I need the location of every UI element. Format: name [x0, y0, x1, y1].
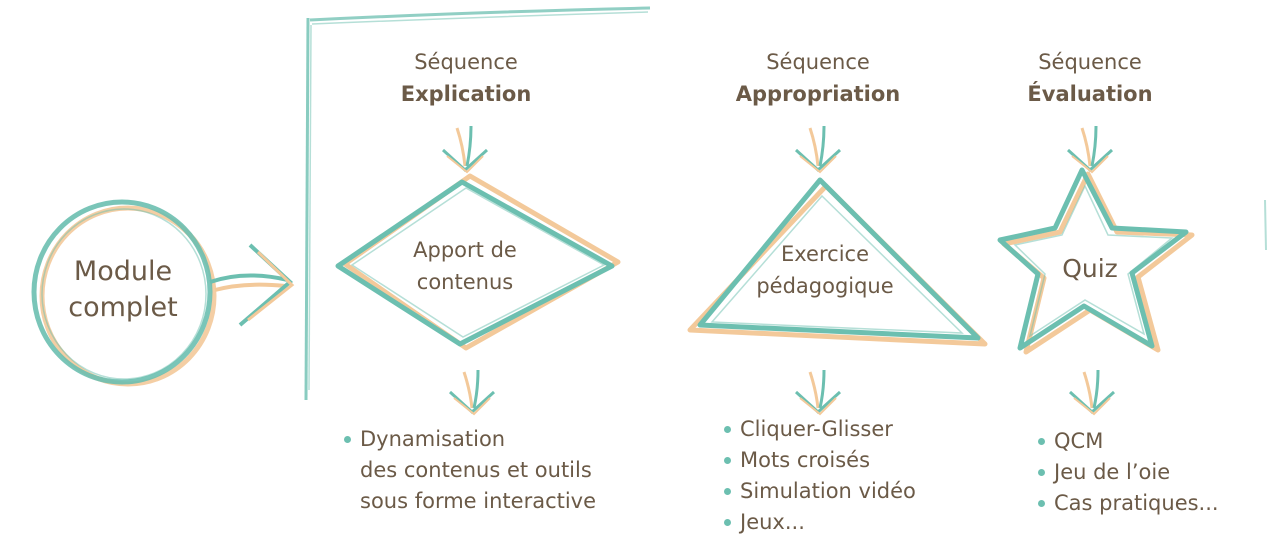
sequence-prefix: Séquence [414, 50, 518, 74]
module-label: Module complet [48, 254, 198, 326]
list-item: Dynamisation [342, 424, 596, 455]
list-item: Simulation vidéo [722, 476, 916, 507]
sequence-title-evaluation: Séquence Évaluation [990, 46, 1190, 110]
bullet-list-appropriation: Cliquer-Glisser Mots croisés Simulation … [722, 414, 916, 538]
list-item: sous forme interactive [360, 489, 597, 513]
list-item: Cliquer-Glisser [722, 414, 916, 445]
module-circle-icon [31, 199, 217, 387]
list-item: Mots croisés [722, 445, 916, 476]
triangle-label-line1: Exercice [781, 242, 869, 266]
sequence-name: Évaluation [1027, 82, 1153, 106]
list-item: Jeux... [722, 507, 916, 538]
sequence-title-appropriation: Séquence Appropriation [708, 46, 928, 110]
bullet-list-evaluation: QCM Jeu de l’oie Cas pratiques... [1036, 426, 1219, 519]
sequence-prefix: Séquence [1038, 50, 1142, 74]
module-label-line2: complet [68, 292, 178, 323]
triangle-icon [687, 177, 988, 347]
diamond-icon [335, 173, 621, 351]
triangle-label: Exercice pédagogique [750, 238, 900, 302]
down-arrow-icon [794, 125, 842, 174]
module-arrow-icon [209, 243, 295, 327]
diamond-label-line1: Apport de [413, 238, 517, 262]
down-arrow-icon [1068, 369, 1116, 416]
list-item: des contenus et outils [360, 458, 592, 482]
sequence-title-explication: Séquence Explication [366, 46, 566, 110]
list-item: Cas pratiques... [1036, 488, 1219, 519]
triangle-label-line2: pédagogique [756, 274, 894, 298]
down-arrow-icon [441, 125, 489, 174]
bracket-lines [304, 6, 1267, 401]
sequence-prefix: Séquence [766, 50, 870, 74]
sequence-name: Explication [400, 82, 532, 106]
diamond-label: Apport de contenus [380, 234, 550, 298]
sequence-name: Appropriation [735, 82, 901, 106]
list-item: QCM [1036, 426, 1219, 457]
list-item: Jeu de l’oie [1036, 457, 1219, 488]
down-arrow-icon [1066, 125, 1114, 174]
module-label-line1: Module [73, 256, 173, 287]
star-label: Quiz [1040, 253, 1140, 285]
bullet-list-explication: Dynamisation des contenus et outils sous… [342, 424, 596, 517]
down-arrow-icon [794, 369, 842, 416]
star-icon [997, 167, 1195, 355]
diamond-label-line2: contenus [416, 270, 514, 294]
down-arrow-icon [448, 369, 496, 416]
star-label-line1: Quiz [1062, 254, 1118, 283]
